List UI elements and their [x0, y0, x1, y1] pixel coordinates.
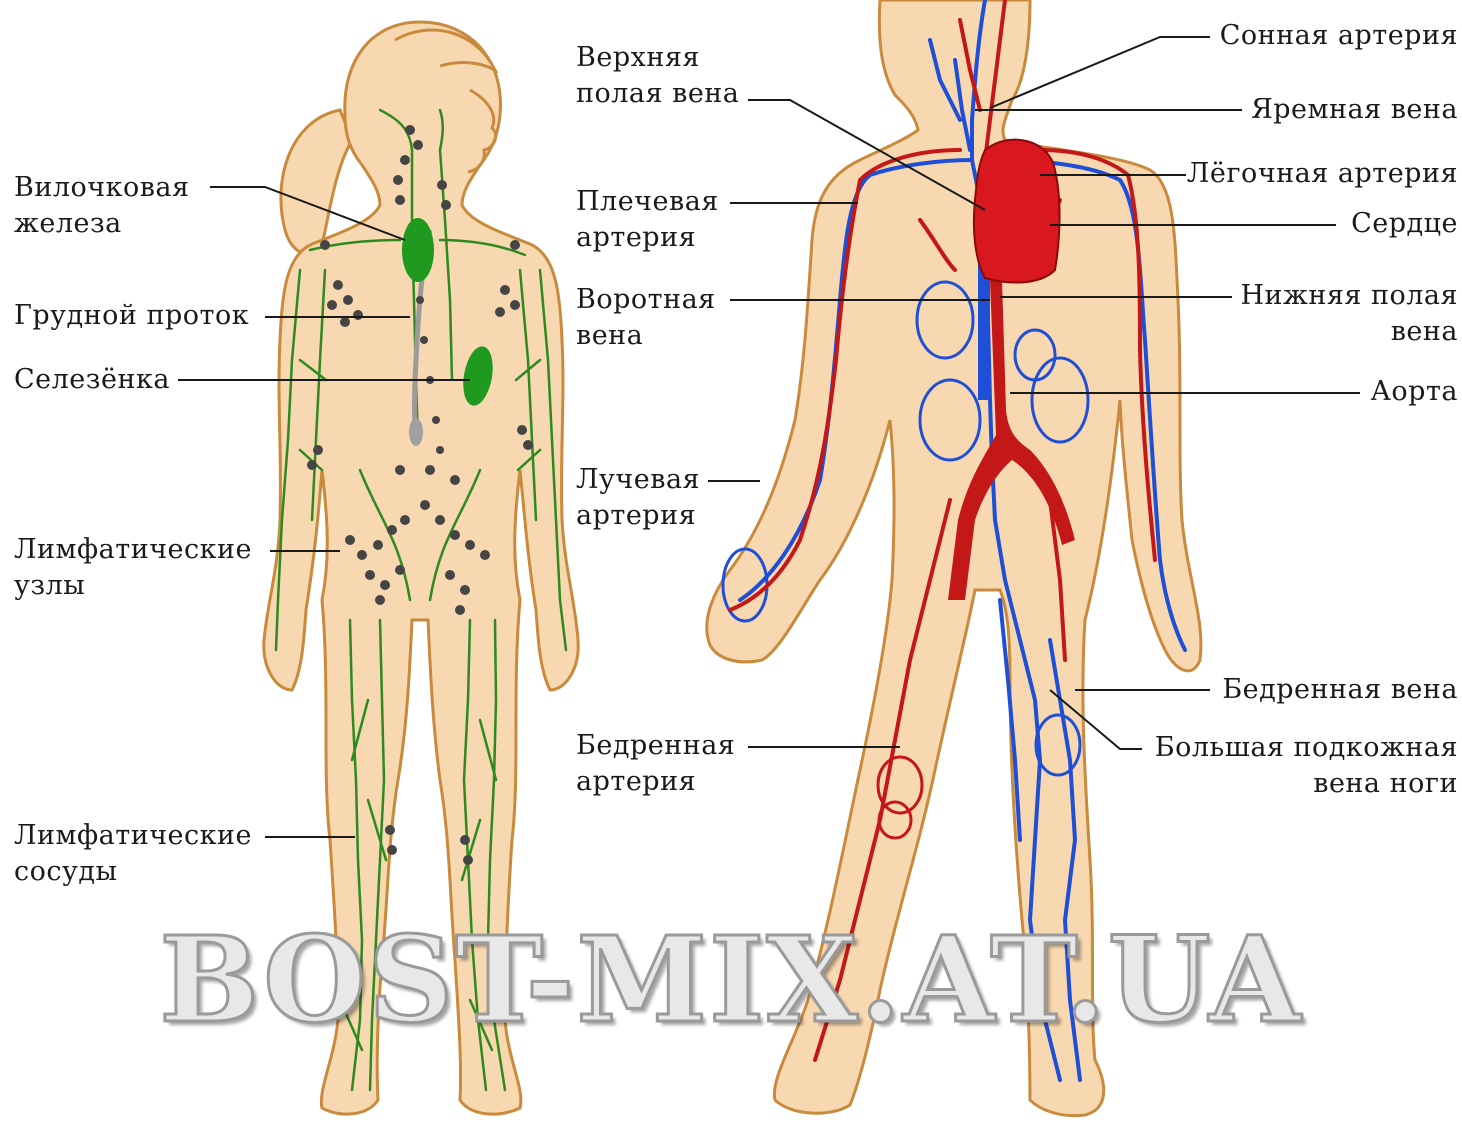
label-brachial-artery-line1: Плечевая	[576, 184, 719, 220]
label-thymus-line2: железа	[14, 206, 190, 242]
label-brachial-artery-line2: артерия	[576, 220, 719, 256]
label-lymph-vessels-line2: сосуды	[14, 854, 252, 890]
label-inferior-vena-cava-line2: вена	[1240, 314, 1458, 350]
label-great-saphenous-vein-line2: вена ноги	[1155, 766, 1458, 802]
label-aorta: Аорта	[1370, 374, 1458, 410]
label-radial-artery-line2: артерия	[576, 498, 700, 534]
label-carotid-artery: Сонная артерия	[1220, 18, 1458, 54]
label-portal-vein-line2: вена	[576, 318, 716, 354]
label-heart: Сердце	[1351, 206, 1458, 242]
label-jugular-vein: Яремная вена	[1251, 92, 1458, 128]
label-femoral-artery-line1: Бедренная	[576, 728, 735, 764]
label-radial-artery: Лучевая артерия	[576, 462, 700, 534]
label-thymus-line1: Вилочковая	[14, 170, 190, 206]
label-lymph-vessels: Лимфатические сосуды	[14, 818, 252, 890]
label-lymph-nodes-line2: узлы	[14, 568, 252, 604]
cisterna-chyli	[409, 418, 423, 446]
label-superior-vena-cava-line1: Верхняя	[576, 40, 739, 76]
label-great-saphenous-vein: Большая подкожная вена ноги	[1155, 730, 1458, 802]
label-superior-vena-cava: Верхняя полая вена	[576, 40, 739, 112]
label-femoral-vein: Бедренная вена	[1222, 672, 1458, 708]
label-lymph-nodes-line1: Лимфатические	[14, 532, 252, 568]
label-brachial-artery: Плечевая артерия	[576, 184, 719, 256]
label-lymph-nodes: Лимфатические узлы	[14, 532, 252, 604]
label-spleen: Селезёнка	[14, 362, 170, 398]
label-great-saphenous-vein-line1: Большая подкожная	[1155, 730, 1458, 766]
label-thymus: Вилочковая железа	[14, 170, 190, 242]
label-femoral-artery-line2: артерия	[576, 764, 735, 800]
label-portal-vein-line1: Воротная	[576, 282, 716, 318]
label-pulmonary-artery: Лёгочная артерия	[1187, 156, 1458, 192]
label-thoracic-duct-line1: Грудной проток	[14, 298, 249, 334]
label-portal-vein: Воротная вена	[576, 282, 716, 354]
label-spleen-line1: Селезёнка	[14, 362, 170, 398]
label-carotid-artery-line1: Сонная артерия	[1220, 18, 1458, 54]
label-aorta-line1: Аорта	[1370, 374, 1458, 410]
label-inferior-vena-cava: Нижняя полая вена	[1240, 278, 1458, 350]
label-thoracic-duct: Грудной проток	[14, 298, 249, 334]
label-heart-line1: Сердце	[1351, 206, 1458, 242]
label-jugular-vein-line1: Яремная вена	[1251, 92, 1458, 128]
label-pulmonary-artery-line1: Лёгочная артерия	[1187, 156, 1458, 192]
label-inferior-vena-cava-line1: Нижняя полая	[1240, 278, 1458, 314]
heart	[974, 140, 1060, 283]
label-lymph-vessels-line1: Лимфатические	[14, 818, 252, 854]
label-femoral-artery: Бедренная артерия	[576, 728, 735, 800]
label-femoral-vein-line1: Бедренная вена	[1222, 672, 1458, 708]
label-superior-vena-cava-line2: полая вена	[576, 76, 739, 112]
watermark: BOST-MIX.AT.UA	[0, 910, 1462, 1049]
label-radial-artery-line1: Лучевая	[576, 462, 700, 498]
thymus-gland	[402, 218, 434, 282]
